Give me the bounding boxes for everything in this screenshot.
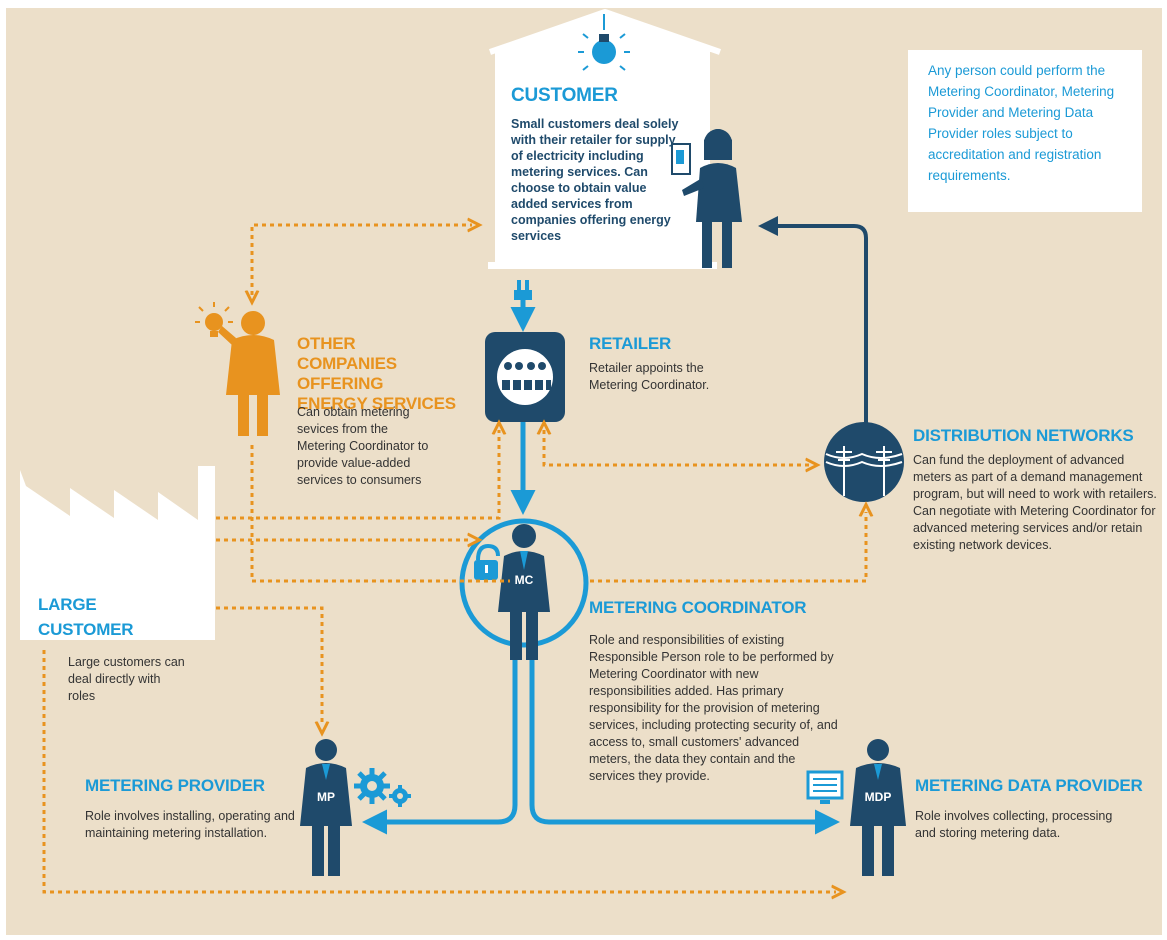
note-text: Any person could perform the Metering Co… (928, 63, 1115, 183)
retailer-title: RETAILER (589, 334, 672, 353)
person-icon (498, 524, 550, 660)
mp-badge: MP (317, 790, 335, 804)
person-icon (300, 739, 352, 876)
padlock-icon (474, 543, 500, 580)
metering-provider-desc: Role involves installing, operating and … (85, 809, 295, 840)
gears-icon (354, 768, 411, 807)
person-icon (218, 311, 280, 436)
note-box (908, 50, 1142, 212)
customer-desc: Small customers deal solely with their r… (511, 117, 679, 243)
house-icon (488, 9, 721, 269)
metering-coordinator-title: METERING COORDINATOR (589, 598, 807, 617)
customer-title: CUSTOMER (511, 85, 618, 106)
lightbulb-icon (195, 302, 233, 337)
large-customer-desc: Large customers can deal directly with r… (68, 655, 185, 703)
metering-coordinator-desc: Role and responsibilities of existing Re… (589, 633, 838, 783)
metering-data-provider-desc: Role involves collecting, processing and… (915, 809, 1113, 840)
person-icon (671, 129, 742, 268)
large-customer-title: LARGE CUSTOMER (38, 595, 134, 639)
mdp-badge: MDP (865, 790, 892, 804)
factory-icon (20, 466, 215, 640)
other-companies-desc: Can obtain metering sevices from the Met… (297, 405, 429, 487)
other-companies-title: OTHER COMPANIES OFFERING ENERGY SERVICES (297, 334, 456, 413)
retailer-desc: Retailer appoints the Metering Coordinat… (589, 361, 710, 392)
metering-provider-title: METERING PROVIDER (85, 776, 265, 795)
meter-icon (485, 280, 565, 422)
lightbulb-icon (578, 14, 630, 71)
monitor-icon (806, 770, 844, 804)
metering-data-provider-title: METERING DATA PROVIDER (915, 776, 1143, 795)
mc-badge: MC (515, 573, 534, 587)
person-icon (850, 739, 906, 876)
powerline-icon (824, 422, 904, 502)
distribution-desc: Can fund the deployment of advanced mete… (913, 453, 1157, 552)
distribution-title: DISTRIBUTION NETWORKS (913, 426, 1134, 445)
